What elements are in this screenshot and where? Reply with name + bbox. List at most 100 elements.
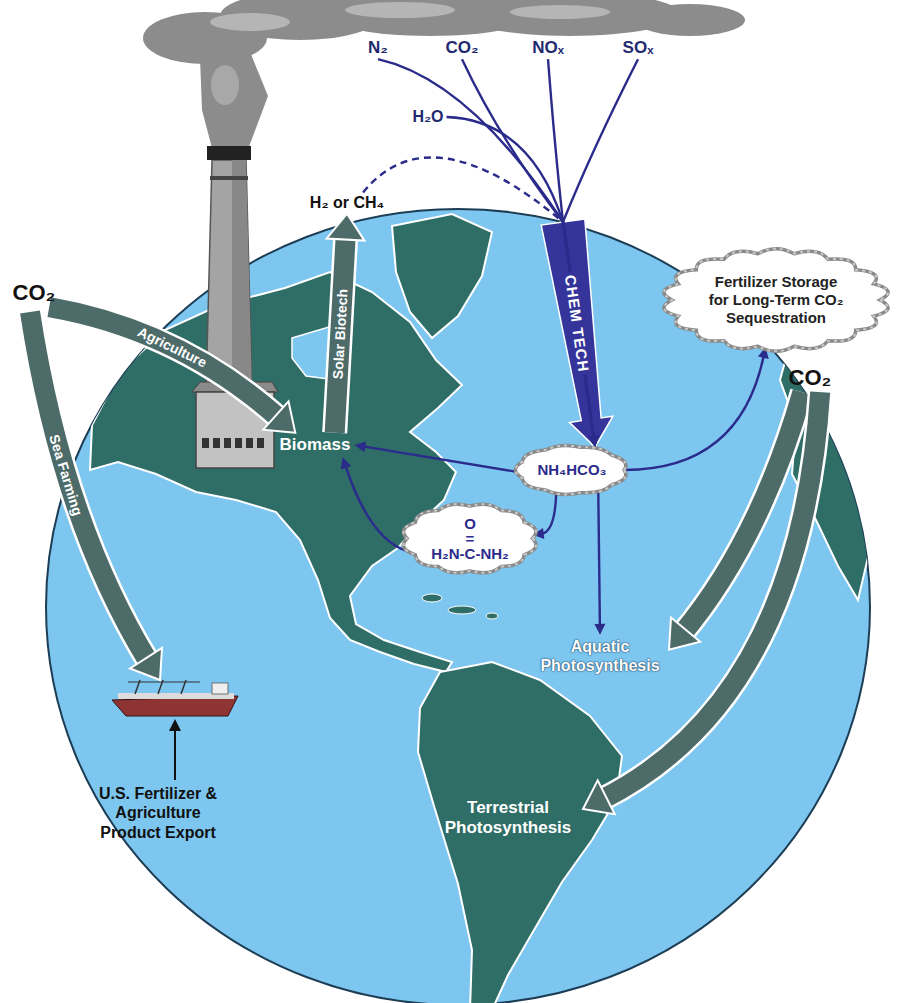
arrow-body (462, 59, 594, 438)
arrow-head (669, 618, 700, 650)
south-america (418, 662, 622, 1003)
node-text: H₂ or CH₄ (310, 193, 384, 212)
process-arrow (625, 347, 769, 470)
node-text: Biomass (280, 435, 351, 455)
biomass-label: Biomass (276, 433, 355, 457)
arrow-head (588, 435, 599, 447)
photosynthesis-label: Aquatic Photosynthesis (531, 635, 669, 677)
arrow-outline (602, 392, 821, 800)
node-text: O (431, 516, 508, 531)
process-arrow (548, 59, 599, 447)
cloud-texture (404, 504, 537, 573)
arrow-body (598, 493, 600, 626)
arrow-body (602, 392, 821, 800)
node-text: SOₓ (623, 38, 654, 58)
gas-label: CO₂ (442, 37, 481, 59)
chemtech-arrow (541, 219, 613, 447)
co2-flow-arrow (583, 392, 820, 814)
greenland (392, 214, 492, 338)
cloud-outline (664, 249, 888, 352)
factory-window (213, 438, 220, 448)
smokestack-shade (232, 160, 252, 392)
factory-window (224, 438, 231, 448)
arrow-body (548, 59, 594, 438)
arrow-body (625, 356, 764, 470)
cloud-texture (664, 249, 888, 352)
arrow-outline (49, 307, 280, 419)
gas-label: NOₓ (529, 37, 567, 59)
ship-bridge (212, 683, 228, 694)
export-label: U.S. Fertilizer & Agriculture Product Ex… (91, 782, 225, 844)
arrow-head (594, 624, 605, 635)
photosynthesis-label: Terrestrial Photosynthesis (433, 796, 583, 841)
node-text: H₂N-C-NH₂ (431, 546, 508, 561)
arrow-body (542, 493, 557, 534)
arrow-body (363, 157, 594, 438)
node-text: Aquatic Photosynthesis (533, 637, 667, 675)
node-text: CO₂ (13, 280, 56, 306)
arrow-head (354, 441, 366, 452)
smokestack-band (210, 176, 248, 180)
arrow-head (588, 435, 599, 447)
arrow-body (345, 466, 407, 552)
arrow-head (588, 435, 599, 447)
smoke-highlight (210, 13, 290, 31)
cloud-outline (404, 504, 537, 573)
process-arrow (354, 441, 519, 472)
process-arrow (447, 117, 600, 447)
arrow-body (363, 446, 519, 472)
arrow-head (588, 435, 599, 447)
storage-cloud: Fertilizer Storage for Long-Term CO₂ Seq… (672, 253, 880, 347)
smoke-highlight (211, 65, 239, 105)
north-america (90, 272, 462, 672)
arrow-body (30, 312, 148, 661)
node-text: Fertilizer Storage for Long-Term CO₂ Seq… (706, 273, 846, 327)
process-arrow (594, 493, 605, 635)
co2-source: CO₂ (785, 364, 836, 392)
sea-farming-arrow (30, 312, 162, 680)
node-text: CO₂ (789, 365, 832, 391)
node-text: N₂ (368, 38, 388, 58)
smoke-cloud (143, 0, 745, 152)
node-text: = (431, 531, 508, 546)
arrow-outline (30, 312, 148, 661)
process-arrow (363, 157, 599, 447)
smokestack-cap (207, 146, 251, 160)
node-text: CO₂ (445, 38, 478, 58)
caribbean-island (448, 606, 476, 614)
leader-line (174, 729, 176, 780)
node-text: U.S. Fertilizer & Agriculture Product Ex… (93, 784, 223, 842)
process-arrow (341, 457, 408, 551)
gas-label: N₂ (365, 37, 391, 59)
node-text: H₂O (412, 107, 443, 126)
arrow-head (169, 719, 181, 731)
smoke-plume (200, 52, 268, 152)
factory-window (202, 438, 209, 448)
factory-window (246, 438, 253, 448)
co2-flow-arrow (49, 307, 295, 433)
gas-label: SOₓ (620, 37, 657, 59)
process-arrow (563, 59, 638, 447)
smoke-puff (635, 4, 745, 36)
co2-flow-arrow (327, 214, 365, 433)
co2-source: CO₂ (9, 279, 60, 307)
gas-label: H₂O (409, 106, 446, 127)
factory-window (235, 438, 242, 448)
arrow-head (588, 435, 599, 447)
arrow-head (583, 780, 615, 814)
product-cloud: NH₄HCO₃ (519, 447, 624, 493)
smoke-highlight (345, 2, 455, 18)
export-arrow (169, 719, 181, 780)
caribbean-island (422, 594, 442, 602)
arrow-head (588, 435, 599, 447)
factory-window (257, 438, 264, 448)
node-text: NOₓ (532, 38, 564, 58)
caribbean-island (486, 613, 498, 619)
arrow-head (263, 401, 295, 433)
cloud-outline (516, 446, 626, 495)
arrow-head (130, 648, 162, 680)
smoke-highlight (510, 5, 610, 19)
arrow-body (49, 307, 280, 419)
